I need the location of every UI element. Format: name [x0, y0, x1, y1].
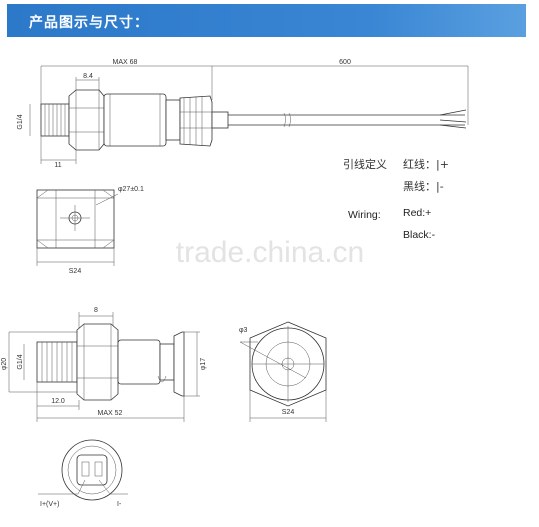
dim-600: 600: [339, 59, 351, 66]
top-end-view: φ27±0.1 S24: [36, 186, 144, 275]
dim-s24-top: S24: [69, 268, 82, 275]
dim-d20: φ20: [1, 358, 8, 370]
dim-d27: φ27±0.1: [118, 186, 144, 193]
dim-max-52: MAX 52: [98, 410, 123, 417]
dim-s24-bottom: S24: [282, 409, 295, 416]
dim-12: 12.0: [51, 398, 65, 405]
dim-g14-bottom: G1/4: [17, 354, 24, 369]
pin-label-negative: I-: [117, 501, 122, 508]
bottom-end-view: φ3 S24: [239, 321, 327, 422]
wiring-cn-black: 黑线：|-: [403, 179, 444, 193]
wiring-en-black: Black:-: [403, 229, 436, 241]
section-title: 产品图示与尺寸：: [29, 15, 149, 31]
wiring-cn-red: 红线：|+: [403, 157, 449, 171]
dim-d3: φ3: [239, 327, 248, 334]
dim-d17: φ17: [200, 358, 207, 370]
wiring-en-label: Wiring:: [348, 209, 381, 221]
dim-11: 11: [54, 162, 61, 169]
dim-8: 8: [94, 307, 98, 314]
dim-8-4: 8.4: [83, 73, 93, 80]
top-side-view: MAX 68 600 8.4 G1/4: [17, 59, 469, 169]
wiring-definition-en: Wiring: Red:+ Black:-: [348, 207, 436, 241]
bottom-side-view: 8 φ20 G1/4 φ17: [1, 307, 207, 422]
header-bar: 产品图示与尺寸：: [7, 4, 526, 37]
wiring-cn-title: 引线定义: [343, 157, 387, 171]
connector-view: I+(V+) I-: [38, 439, 128, 508]
dim-max-68: MAX 68: [113, 59, 138, 66]
watermark: trade.china.cn: [176, 236, 364, 269]
dim-g14-top: G1/4: [17, 114, 24, 129]
wiring-definition-cn: 引线定义 红线：|+ 黑线：|-: [343, 157, 449, 193]
pin-label-positive: I+(V+): [40, 501, 59, 508]
wiring-en-red: Red:+: [403, 207, 431, 219]
